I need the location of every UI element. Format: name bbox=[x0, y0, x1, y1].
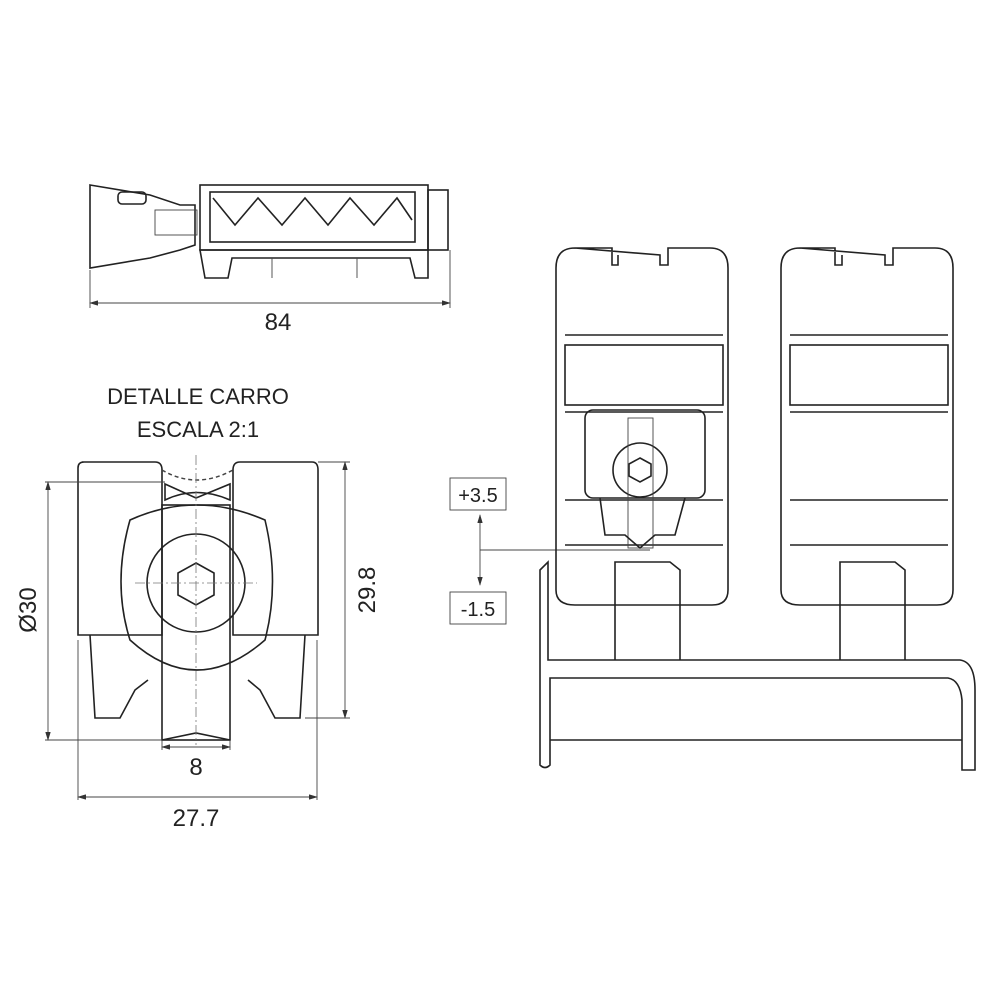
diameter-dimension-label: Ø30 bbox=[15, 587, 42, 632]
adjust-down-label: -1.5 bbox=[461, 599, 495, 621]
frame-profile-section bbox=[539, 247, 976, 771]
groove-dimension-label: 8 bbox=[189, 754, 202, 781]
detail-title: DETALLE CARRO bbox=[107, 384, 289, 409]
adjust-up-label: +3.5 bbox=[458, 485, 497, 507]
detail-scale: ESCALA 2:1 bbox=[137, 417, 259, 442]
length-dimension-label: 84 bbox=[265, 309, 292, 336]
adjust-up-box bbox=[449, 477, 507, 511]
height-dimension-label: 29.8 bbox=[354, 567, 381, 614]
width-dimension-label: 27.7 bbox=[173, 805, 220, 832]
carriage-side-view bbox=[89, 184, 451, 308]
wheel-detail-view bbox=[45, 455, 350, 800]
adjust-down-box bbox=[449, 591, 507, 625]
